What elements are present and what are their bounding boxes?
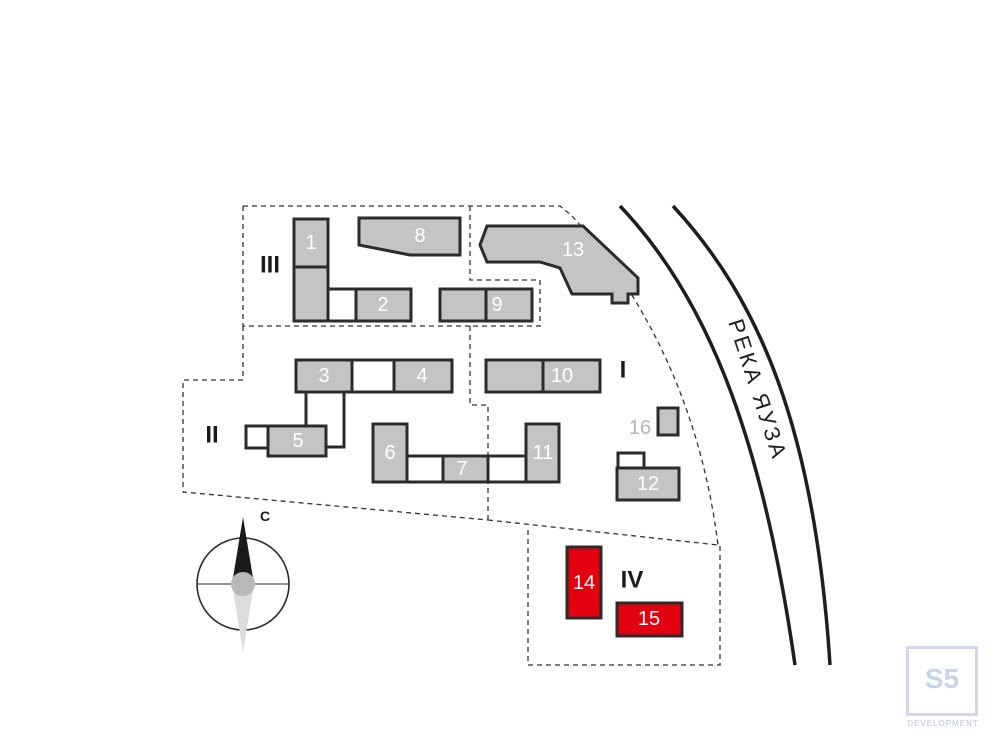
building-9[interactable]: 9 — [440, 289, 532, 321]
compass: С — [197, 508, 289, 652]
zone-label-ii: II — [205, 422, 218, 449]
svg-text:8: 8 — [414, 225, 425, 247]
building-3[interactable]: 3 — [296, 360, 394, 392]
building-8[interactable]: 8 — [359, 218, 460, 255]
svg-text:3: 3 — [318, 365, 329, 387]
building-14[interactable]: 14 — [567, 547, 601, 618]
svg-text:12: 12 — [637, 473, 659, 495]
svg-text:4: 4 — [416, 365, 427, 387]
zone-label-iii: III — [260, 252, 280, 279]
svg-text:6: 6 — [384, 442, 395, 464]
river-bank-right — [673, 206, 830, 665]
building-15[interactable]: 15 — [617, 603, 682, 636]
zone-label-iv: IV — [621, 567, 644, 594]
building-1[interactable]: 1 — [294, 219, 328, 321]
building-7[interactable]: 7 — [407, 456, 526, 482]
building-16[interactable]: 16 — [629, 408, 678, 439]
building-5[interactable]: 5 — [246, 426, 326, 456]
brand-logo: S5 — [906, 646, 978, 716]
svg-text:13: 13 — [562, 239, 584, 261]
building-4[interactable]: 4 — [394, 360, 452, 392]
svg-text:16: 16 — [629, 417, 651, 439]
svg-text:9: 9 — [491, 294, 502, 316]
svg-text:5: 5 — [292, 430, 303, 452]
building-6[interactable]: 6 — [373, 424, 407, 482]
brand-logo-subtitle: DEVELOPMENT — [898, 719, 988, 728]
compass-north-label: С — [260, 508, 270, 524]
svg-text:15: 15 — [638, 608, 660, 630]
svg-text:1: 1 — [305, 232, 316, 254]
zone-label-i: I — [620, 357, 627, 384]
building-10[interactable]: 10 — [486, 360, 600, 392]
svg-text:7: 7 — [456, 458, 467, 480]
building-11[interactable]: 11 — [526, 424, 559, 482]
svg-text:11: 11 — [533, 442, 554, 464]
building-2[interactable]: 2 — [328, 289, 411, 321]
svg-text:2: 2 — [377, 294, 388, 316]
zone-boundary-iv — [528, 530, 720, 665]
building-12[interactable]: 12 — [617, 453, 679, 500]
brand-logo-mark: S5 — [909, 663, 975, 695]
svg-text:10: 10 — [551, 365, 573, 387]
svg-text:14: 14 — [573, 572, 595, 594]
